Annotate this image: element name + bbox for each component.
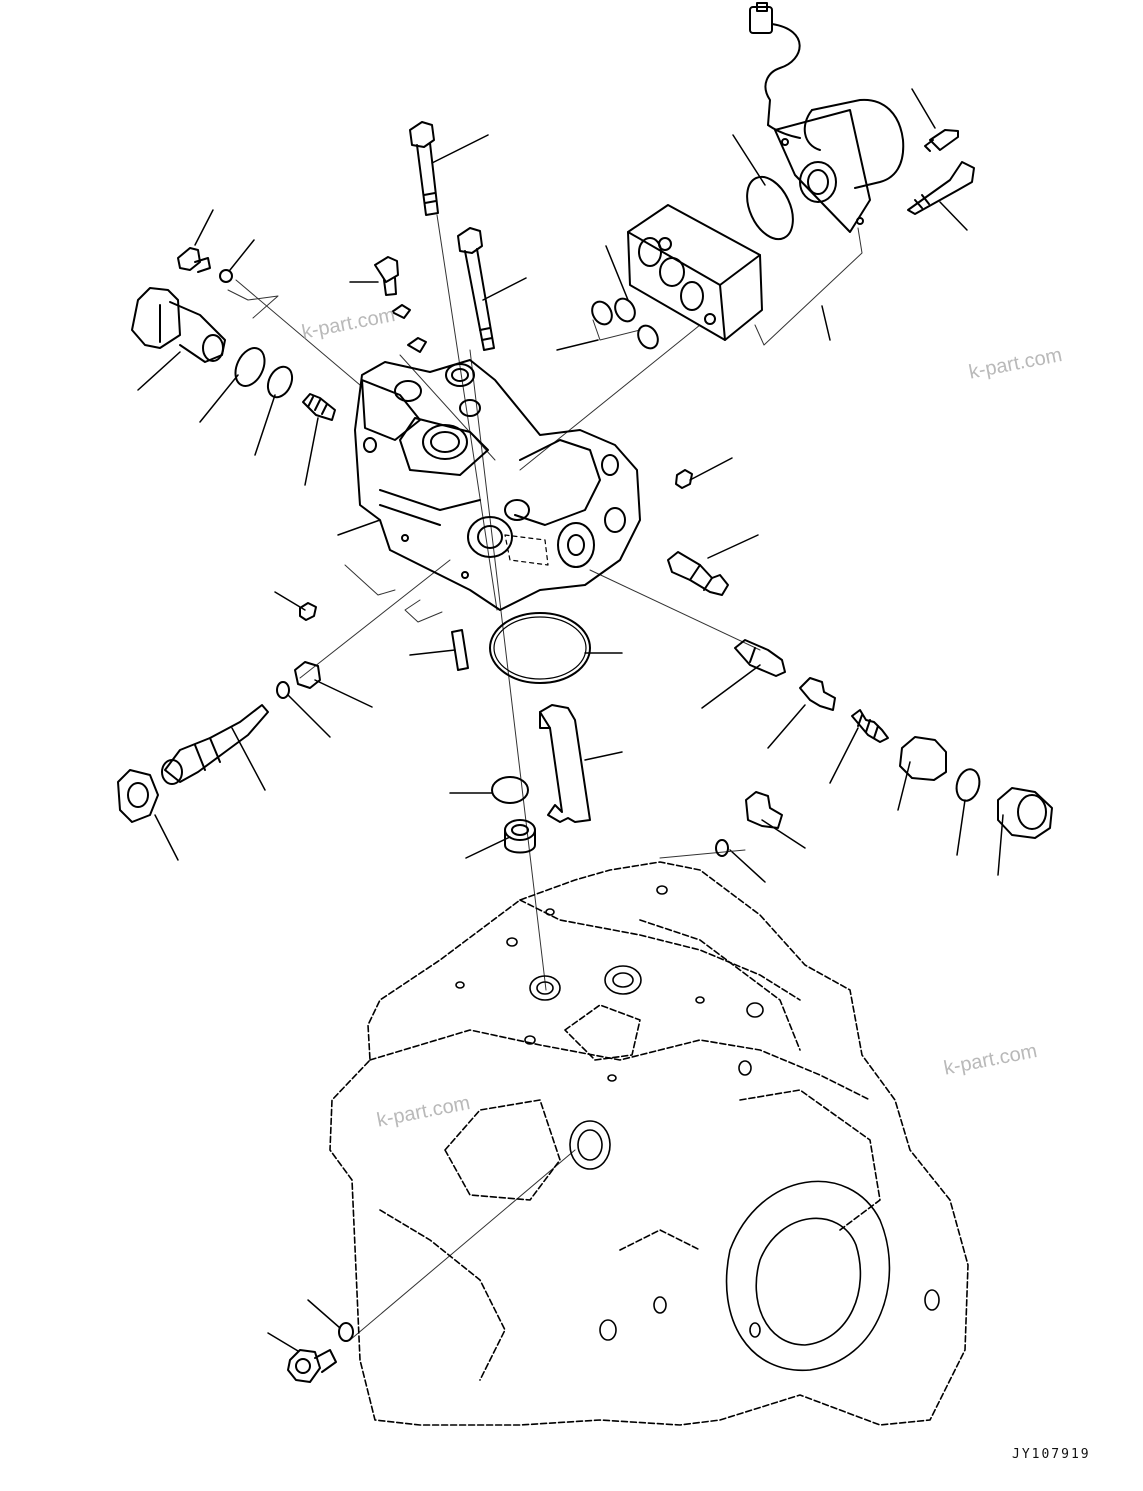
plug-left (132, 288, 225, 362)
nut-small-right (676, 470, 692, 488)
spring-fitting (303, 394, 335, 420)
pin (452, 630, 468, 670)
o-ring-large-inner (494, 617, 586, 679)
drain-plug (288, 1323, 353, 1382)
bolts-solenoid (908, 130, 974, 214)
o-ring-left-1 (230, 343, 270, 390)
small-fittings-left (178, 248, 426, 352)
collar (505, 820, 535, 853)
solenoid-assembly (750, 3, 903, 232)
spool-left (118, 662, 320, 822)
o-rings-block (588, 295, 662, 352)
o-ring-large (490, 613, 590, 683)
spool-right (735, 640, 1052, 838)
long-bolts (410, 122, 494, 350)
lever (540, 705, 590, 822)
drawing-id-label: JY107919 (1012, 1447, 1091, 1462)
sensor-fitting (668, 552, 728, 595)
valve-block (628, 205, 762, 340)
pump-body (330, 862, 968, 1425)
pump-body-details (456, 886, 939, 1370)
nut-small-left (300, 603, 316, 620)
leader-lines (138, 89, 1003, 1351)
assembly-lines (228, 215, 862, 1340)
o-ring-solenoid (738, 170, 802, 247)
main-housing (355, 360, 640, 610)
o-ring-left-2 (263, 363, 296, 401)
plug-right (716, 792, 782, 856)
o-ring-mid (492, 777, 528, 803)
